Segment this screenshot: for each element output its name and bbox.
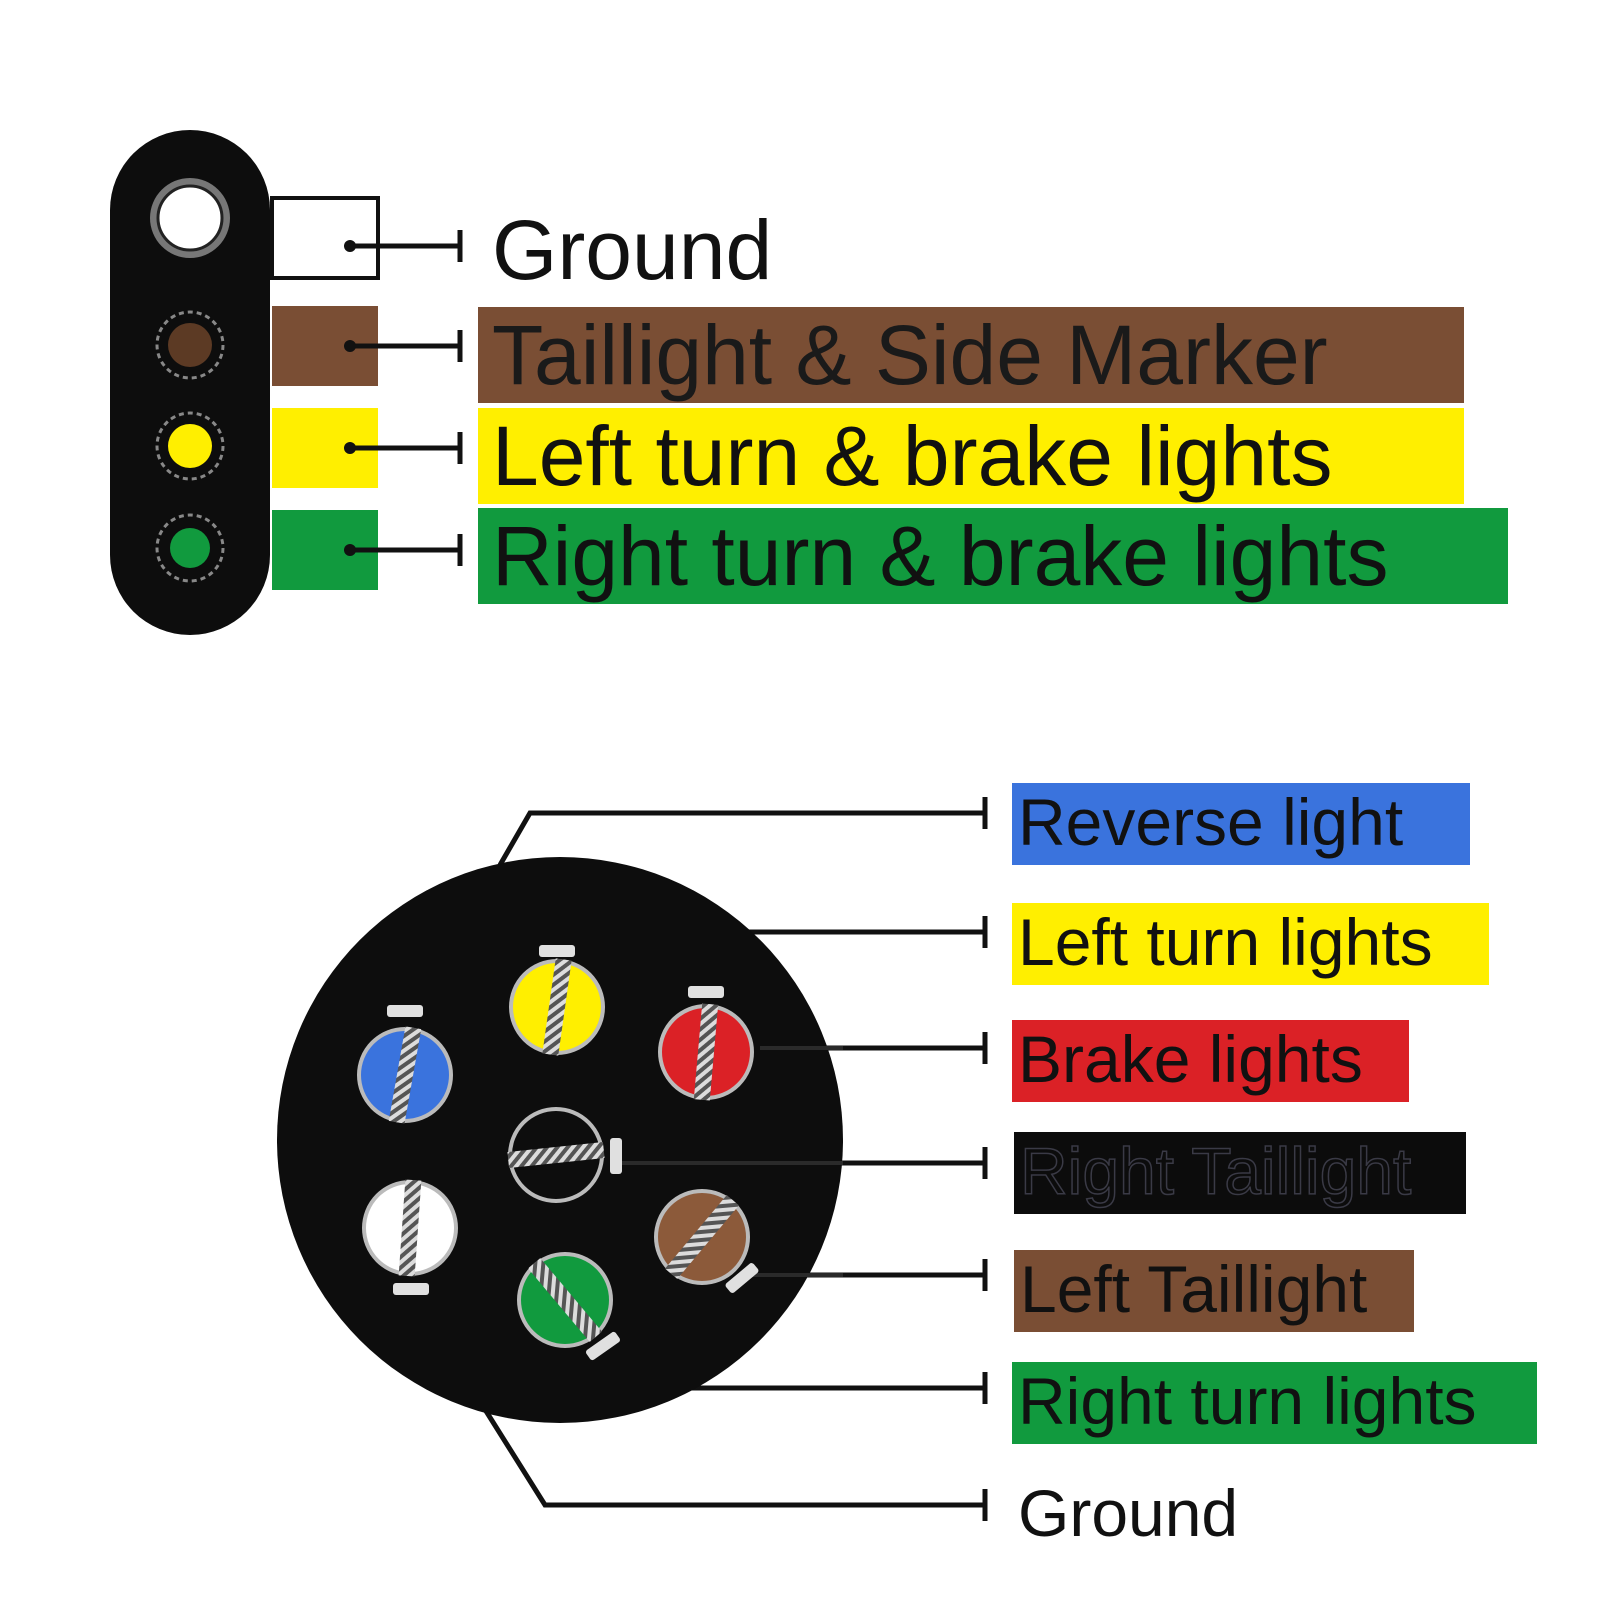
seven-pin-connector bbox=[277, 797, 988, 1521]
four-pin-connector bbox=[110, 130, 463, 635]
label-4pin-right-turn-brake: Right turn & brake lights bbox=[478, 508, 1508, 604]
label-4pin-left-turn-brake: Left turn & brake lights bbox=[478, 408, 1464, 504]
pin-right-taillight-black bbox=[507, 1107, 622, 1203]
label-7pin-ground: Ground bbox=[1018, 1476, 1239, 1550]
label-7pin-right-taillight: Right Taillight bbox=[1014, 1132, 1466, 1214]
label-4pin-ground: Ground bbox=[492, 203, 773, 297]
label-7pin-left-turn-lights: Left turn lights bbox=[1012, 903, 1489, 985]
pin-yellow bbox=[155, 411, 225, 481]
label-4pin-taillight-side-marker: Taillight & Side Marker bbox=[478, 307, 1464, 403]
label-7pin-reverse-light: Reverse light bbox=[1012, 783, 1470, 865]
label-7pin-right-turn-lights: Right turn lights bbox=[1012, 1362, 1537, 1444]
ground-wire-tab bbox=[270, 196, 380, 280]
pin-brake-red bbox=[658, 986, 754, 1101]
pin-brown bbox=[155, 310, 225, 380]
pin-green bbox=[155, 513, 225, 583]
label-7pin-brake-lights: Brake lights bbox=[1012, 1020, 1409, 1102]
pin-ground bbox=[150, 178, 230, 258]
pin-right-turn-green bbox=[517, 1252, 621, 1361]
pin-left-turn-yellow bbox=[509, 945, 605, 1056]
pin-ground-white bbox=[362, 1179, 458, 1295]
label-7pin-left-taillight: Left Taillight bbox=[1014, 1250, 1414, 1332]
pin-reverse-blue bbox=[357, 1005, 453, 1124]
four-pin-connector-body bbox=[110, 130, 270, 635]
pin-left-taillight-brown bbox=[654, 1189, 759, 1293]
